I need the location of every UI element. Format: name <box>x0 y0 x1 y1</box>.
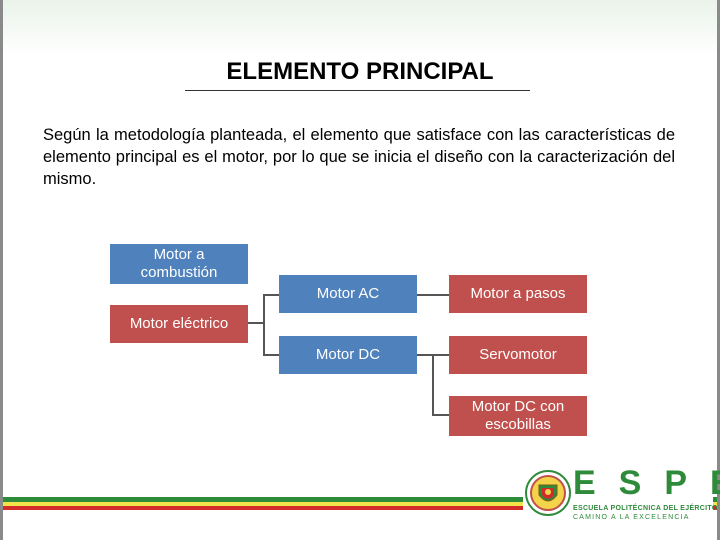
box-servomotor: Servomotor <box>449 336 587 374</box>
stripe-yellow <box>3 502 717 506</box>
box-motor-dc-escobillas: Motor DC con escobillas <box>449 396 587 436</box>
footer-stripes <box>3 497 717 517</box>
connector-servo <box>432 354 449 356</box>
box-motor-pasos: Motor a pasos <box>449 275 587 313</box>
connector-dc-v <box>432 354 434 415</box>
box-motor-ac: Motor AC <box>279 275 417 313</box>
box-motor-combustion: Motor a combustión <box>110 244 248 284</box>
connector-escobillas <box>432 414 449 416</box>
box-motor-dc: Motor DC <box>279 336 417 374</box>
connector-root-h <box>248 322 264 324</box>
connector-dc-right <box>417 354 433 356</box>
title-underline <box>185 90 530 91</box>
connector-ac-pasos <box>417 294 449 296</box>
connector-root-v <box>263 294 265 356</box>
slide-title: ELEMENTO PRINCIPAL <box>226 58 494 85</box>
connector-dc-h <box>263 354 279 356</box>
logo-motto: CAMINO A LA EXCELENCIA <box>573 514 690 521</box>
stripe-green <box>3 497 717 502</box>
stripe-red <box>3 506 717 510</box>
right-border <box>717 0 720 540</box>
espe-seal-icon <box>525 470 571 516</box>
box-motor-electrico: Motor eléctrico <box>110 305 248 343</box>
left-border <box>0 0 3 540</box>
connector-ac-h <box>263 294 279 296</box>
body-paragraph: Según la metodología planteada, el eleme… <box>43 126 675 188</box>
header-shade <box>0 0 720 56</box>
logo-institution: ESCUELA POLITÉCNICA DEL EJÉRCITO <box>573 505 718 512</box>
